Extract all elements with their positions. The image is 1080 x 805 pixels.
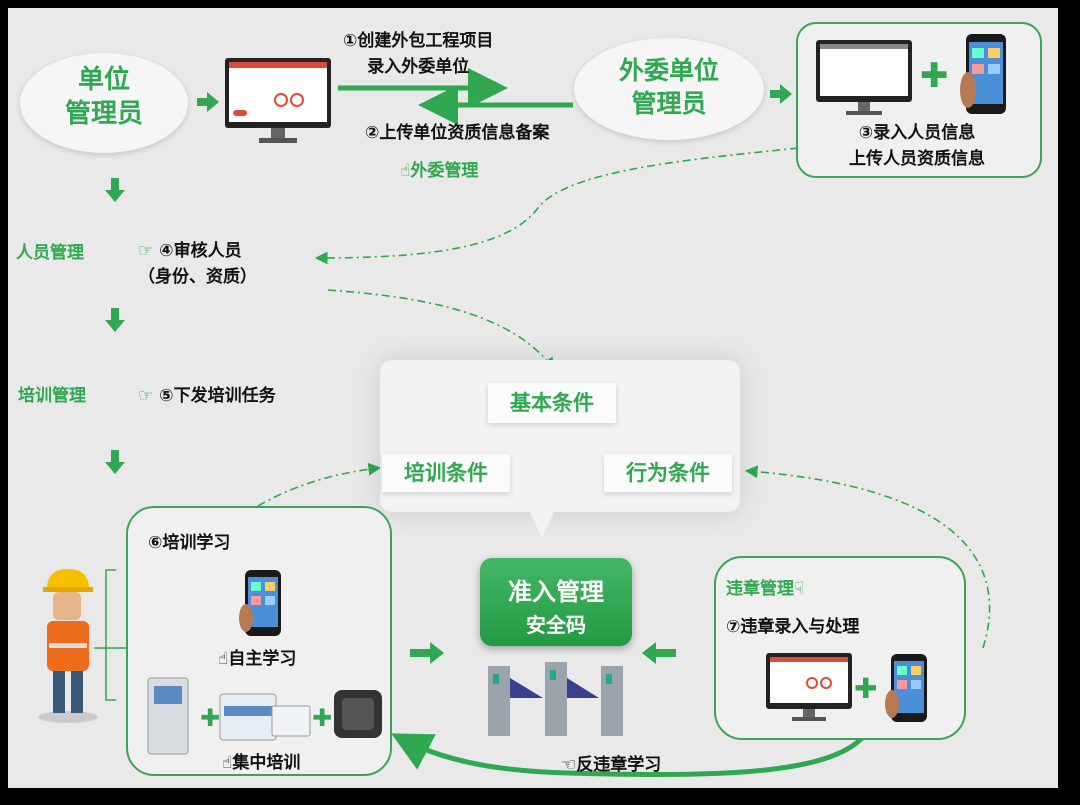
dash-curve-step4-to-basic xyxy=(327,289,555,371)
condition-training: 培训条件 xyxy=(382,454,510,492)
outsource-mgmt-label: ☝外委管理 xyxy=(400,161,479,181)
step4-text: ☞ ④审核人员 （身份、资质） xyxy=(138,241,257,287)
conditions-panel-tail xyxy=(528,508,556,538)
plus-icon-step3: ✚ xyxy=(920,56,949,96)
violation-mgmt-label: 违章管理☟ xyxy=(726,579,805,599)
personnel-mgmt-label: 人员管理 xyxy=(16,243,84,263)
curve-anti-violation xyxy=(391,731,869,778)
group-training-label: ☝集中培训 xyxy=(222,753,301,773)
block-arrow-from-violation xyxy=(642,642,676,664)
hand-pointer-icon: ☟ xyxy=(794,579,805,599)
step2-text: ②上传单位资质信息备案 xyxy=(365,123,550,143)
phone-icon-step6 xyxy=(239,570,285,638)
step5-text: ☞ ⑤下发培训任务 xyxy=(138,386,276,406)
training-mgmt-label: 培训管理 xyxy=(18,386,86,406)
unit-admin-label: 单位 管理员 xyxy=(64,65,143,129)
step3-text: ③录入人员信息 上传人员资质信息 xyxy=(849,123,985,169)
block-down-1 xyxy=(105,178,125,202)
diagram-canvas: 单位 管理员 ①创建外包工程项目 录入外委单位 ②上传单位资质信息备案 ☝外委管… xyxy=(8,8,1058,788)
dash-curve-violation-to-behavior xyxy=(744,465,991,649)
anti-violation-label: ☜反违章学习 xyxy=(561,755,662,775)
training-equipment-icons: ✚ ✚ xyxy=(140,676,385,756)
svg-text:✚: ✚ xyxy=(200,704,220,732)
contractor-admin-node xyxy=(574,38,764,140)
condition-basic: 基本条件 xyxy=(488,383,616,423)
worker-bracket xyxy=(105,569,116,701)
plus-icon-step7: ✚ xyxy=(854,672,878,705)
block-arrow-1 xyxy=(197,92,219,112)
phone-icon-step7 xyxy=(885,654,930,724)
monitor-icon-step3 xyxy=(814,40,914,120)
contractor-admin-label: 外委单位 管理员 xyxy=(618,56,719,118)
monitor-icon xyxy=(223,58,333,148)
block-arrow-2 xyxy=(770,84,792,104)
hand-pointer-icon: ☜ xyxy=(561,755,577,775)
block-down-2 xyxy=(105,308,125,332)
phone-icon-step3 xyxy=(960,34,1010,116)
worker-figure xyxy=(33,563,103,723)
dash-curve-step6-to-training xyxy=(257,462,382,507)
self-study-label: ☝自主学习 xyxy=(218,649,297,669)
hand-pointer-icon: ☝ xyxy=(400,161,411,181)
step7-text: ⑦违章录入与处理 xyxy=(726,617,860,637)
turnstile-gates-icon xyxy=(483,658,633,738)
svg-text:✚: ✚ xyxy=(312,704,332,732)
unit-admin-node xyxy=(20,53,188,153)
hand-pointer-icon: ☝ xyxy=(222,753,233,773)
step1-text: ①创建外包工程项目 录入外委单位 xyxy=(343,31,494,77)
block-down-3 xyxy=(105,450,125,474)
monitor-icon-step7 xyxy=(764,653,854,725)
condition-behavior: 行为条件 xyxy=(604,454,732,492)
hand-pointer-icon: ☞ xyxy=(138,241,154,261)
step6-title: ⑥培训学习 xyxy=(148,533,231,553)
hand-pointer-icon: ☞ xyxy=(138,386,154,406)
access-management-box: 准入管理 安全码 xyxy=(480,558,632,646)
dash-curve-step3-to-step4 xyxy=(314,147,799,265)
block-arrow-to-gate xyxy=(410,642,444,664)
hand-pointer-icon: ☝ xyxy=(218,649,229,669)
